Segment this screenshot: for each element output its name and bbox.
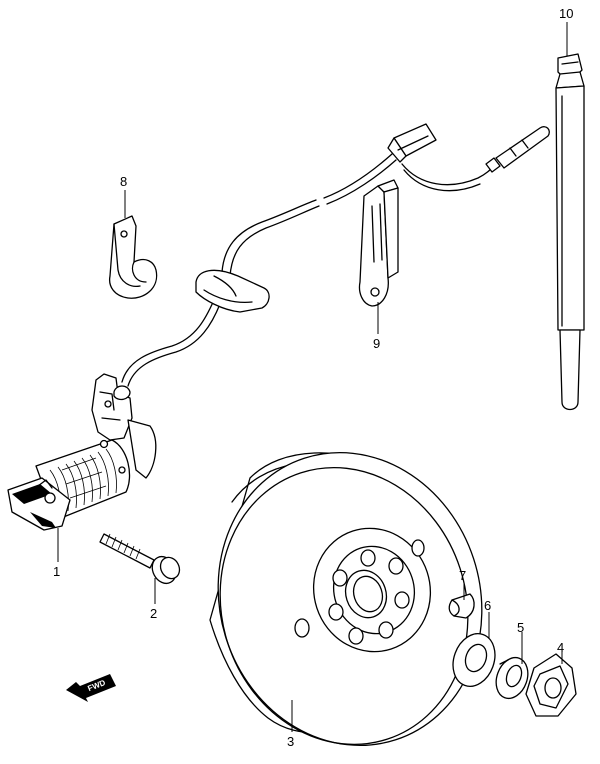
callout-8: 8	[120, 174, 127, 189]
pickup-coil-assembly	[7, 373, 157, 531]
hex-nut	[525, 653, 577, 717]
callout-6: 6	[484, 598, 491, 613]
callout-4: 4	[557, 640, 564, 655]
mounting-screw	[99, 533, 181, 585]
callout-7: 7	[459, 568, 466, 583]
woodruff-key	[448, 593, 475, 619]
callout-3: 3	[287, 734, 294, 749]
wire-clamp	[108, 215, 158, 299]
harness-bracket	[358, 179, 399, 307]
flywheel-rotor	[209, 451, 483, 747]
rotor-bolt-holes	[328, 549, 410, 645]
flat-washer	[452, 633, 496, 687]
bullet-terminal	[485, 126, 550, 173]
wire-grommet	[195, 269, 270, 313]
callout-labels: 1 2 3 4 5 6 7 8 9 10	[53, 6, 573, 749]
callout-9: 9	[373, 336, 380, 351]
wire-connector	[387, 123, 437, 163]
callout-1: 1	[53, 564, 60, 579]
coil-winding	[49, 448, 117, 515]
lock-washer	[495, 656, 529, 700]
cable-tie	[555, 53, 585, 411]
callout-10: 10	[559, 6, 573, 21]
callout-5: 5	[517, 620, 524, 635]
wiring-harness	[121, 153, 495, 387]
fwd-arrow-icon: FWD	[66, 674, 116, 702]
callout-2: 2	[150, 606, 157, 621]
screw-thread	[105, 533, 141, 560]
leader-lines	[57, 22, 568, 732]
